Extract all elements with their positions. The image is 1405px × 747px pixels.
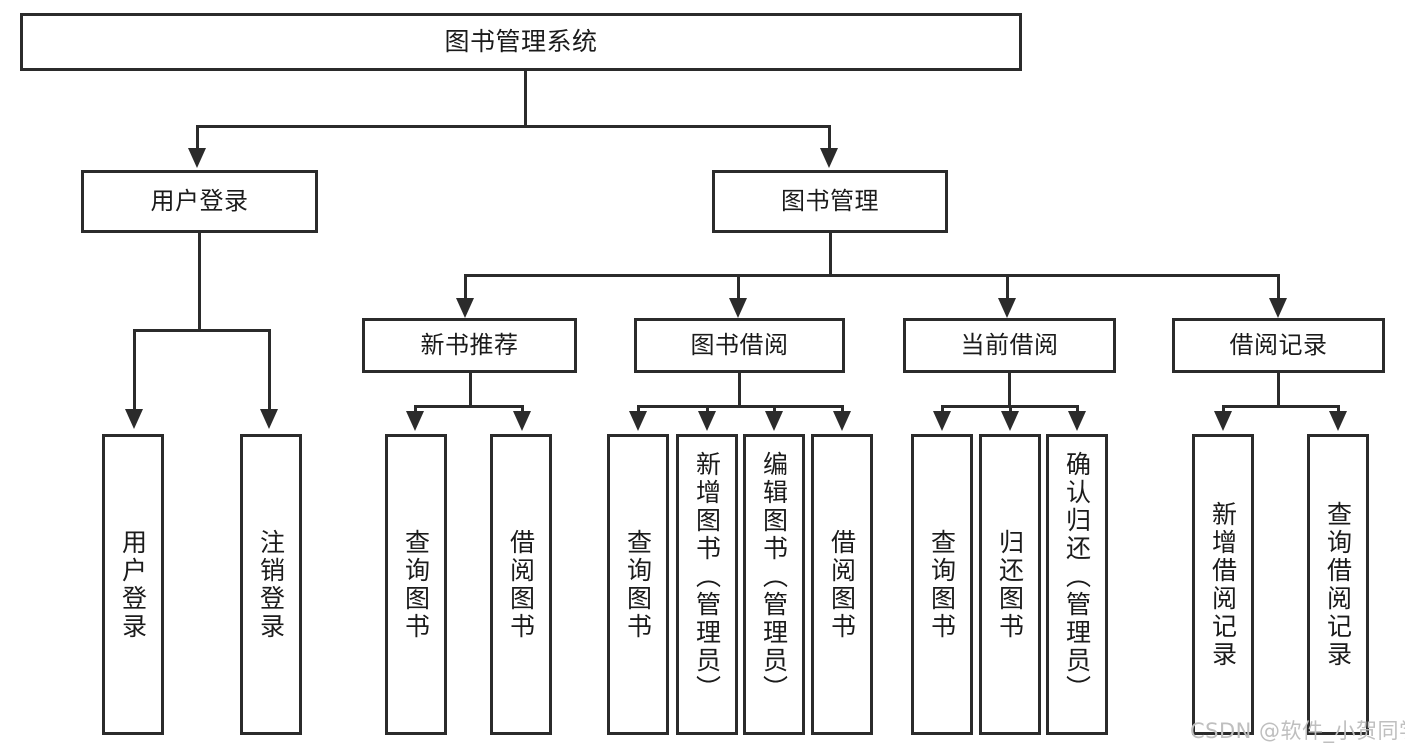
connector-to-new-book-recommend <box>464 274 467 300</box>
node-label: 用户登录 <box>118 528 148 641</box>
arrowhead-leaf-user-login <box>125 409 143 429</box>
connector-user-login-leaf-1 <box>133 329 136 411</box>
arrowhead-user-login <box>188 148 206 168</box>
node-borrow-record[interactable]: 借阅记录 <box>1172 318 1385 373</box>
connector-to-borrow-record <box>1277 274 1280 300</box>
leaf-borrow-book-bb[interactable]: 借阅图书 <box>811 434 873 735</box>
leaf-return-book[interactable]: 归还图书 <box>979 434 1041 735</box>
leaf-edit-book-admin[interactable]: 编辑图书（管理员） <box>743 434 805 735</box>
connector-nbr-leaf-2 <box>521 405 524 413</box>
leaf-query-book-cb[interactable]: 查询图书 <box>911 434 973 735</box>
leaf-add-book-admin[interactable]: 新增图书（管理员） <box>676 434 738 735</box>
node-book-borrow[interactable]: 图书借阅 <box>634 318 845 373</box>
connector-br-leaf-1 <box>1222 405 1225 413</box>
connector-nbr-leaf-1 <box>414 405 417 413</box>
connector-cb-leaf-3 <box>1076 405 1079 413</box>
node-label: 确认归还（管理员） <box>1062 451 1092 703</box>
node-label: 编辑图书（管理员） <box>759 451 789 703</box>
leaf-borrow-book-nbr[interactable]: 借阅图书 <box>490 434 552 735</box>
connector-bb-leaf-2 <box>706 405 709 413</box>
connector-new-book-recommend-stem <box>469 373 472 407</box>
csdn-watermark: CSDN @软件_小贺同学 <box>1190 719 1405 743</box>
node-label: 查询图书 <box>401 528 431 641</box>
connector-to-book-borrow <box>737 274 740 300</box>
arrowhead-book-management <box>820 148 838 168</box>
node-label: 借阅图书 <box>506 528 536 641</box>
arrowhead-bb-leaf-3 <box>765 411 783 431</box>
connector-current-borrow-stem <box>1008 373 1011 407</box>
node-label: 查询借阅记录 <box>1323 500 1353 669</box>
connector-book-management-bus <box>464 274 1280 277</box>
connector-bb-leaf-1 <box>637 405 640 413</box>
arrowhead-bb-leaf-4 <box>833 411 851 431</box>
node-label: 新增借阅记录 <box>1208 500 1238 669</box>
node-label: 查询图书 <box>927 528 957 641</box>
leaf-user-login[interactable]: 用户登录 <box>102 434 164 735</box>
node-label: 新增图书（管理员） <box>692 451 722 703</box>
leaf-confirm-return-admin[interactable]: 确认归还（管理员） <box>1046 434 1108 735</box>
connector-root-bus <box>196 125 830 128</box>
connector-cb-leaf-2 <box>1009 405 1012 413</box>
node-new-book-recommend[interactable]: 新书推荐 <box>362 318 577 373</box>
connector-book-borrow-stem <box>738 373 741 407</box>
connector-root-to-user-login <box>196 125 199 150</box>
connector-to-current-borrow <box>1006 274 1009 300</box>
leaf-query-book-nbr[interactable]: 查询图书 <box>385 434 447 735</box>
arrowhead-book-borrow <box>729 298 747 318</box>
arrowhead-current-borrow <box>998 298 1016 318</box>
node-label: 归还图书 <box>995 528 1025 641</box>
node-user-login[interactable]: 用户登录 <box>81 170 318 233</box>
connector-br-leaf-2 <box>1337 405 1340 413</box>
node-label: 用户登录 <box>150 187 249 216</box>
connector-bb-leaf-4 <box>841 405 844 413</box>
connector-user-login-leaf-2 <box>268 329 271 411</box>
leaf-query-book-bb[interactable]: 查询图书 <box>607 434 669 735</box>
leaf-query-borrow-record[interactable]: 查询借阅记录 <box>1307 434 1369 735</box>
connector-root-to-book-management <box>828 125 831 150</box>
node-label: 查询图书 <box>623 528 653 641</box>
node-label: 新书推荐 <box>420 331 519 360</box>
connector-bb-leaf-3 <box>773 405 776 413</box>
node-current-borrow[interactable]: 当前借阅 <box>903 318 1116 373</box>
node-label: 借阅记录 <box>1229 331 1328 360</box>
node-label: 图书管理 <box>781 187 879 216</box>
arrowhead-nbr-leaf-2 <box>513 411 531 431</box>
arrowhead-br-leaf-1 <box>1214 411 1232 431</box>
connector-book-management-stem <box>829 233 832 276</box>
connector-borrow-record-bus <box>1222 405 1340 408</box>
connector-borrow-record-stem <box>1277 373 1280 407</box>
connector-cb-leaf-1 <box>941 405 944 413</box>
connector-user-login-stem <box>198 233 201 331</box>
arrowhead-new-book-recommend <box>456 298 474 318</box>
node-root-book-management-system[interactable]: 图书管理系统 <box>20 13 1022 71</box>
node-label: 图书管理系统 <box>444 27 598 57</box>
leaf-add-borrow-record[interactable]: 新增借阅记录 <box>1192 434 1254 735</box>
connector-book-borrow-bus <box>637 405 844 408</box>
arrowhead-bb-leaf-2 <box>698 411 716 431</box>
arrowhead-cb-leaf-2 <box>1001 411 1019 431</box>
leaf-logout[interactable]: 注销登录 <box>240 434 302 735</box>
node-label: 当前借阅 <box>960 331 1059 360</box>
arrowhead-br-leaf-2 <box>1329 411 1347 431</box>
connector-new-book-recommend-bus <box>414 405 524 408</box>
arrowhead-bb-leaf-1 <box>629 411 647 431</box>
node-label: 图书借阅 <box>690 331 789 360</box>
node-label: 借阅图书 <box>827 528 857 641</box>
arrowhead-borrow-record <box>1269 298 1287 318</box>
connector-root-stem <box>524 71 527 127</box>
arrowhead-cb-leaf-3 <box>1068 411 1086 431</box>
connector-user-login-bus <box>133 329 270 332</box>
node-label: 注销登录 <box>256 528 286 641</box>
node-book-management[interactable]: 图书管理 <box>712 170 948 233</box>
arrowhead-nbr-leaf-1 <box>406 411 424 431</box>
arrowhead-leaf-logout <box>260 409 278 429</box>
arrowhead-cb-leaf-1 <box>933 411 951 431</box>
